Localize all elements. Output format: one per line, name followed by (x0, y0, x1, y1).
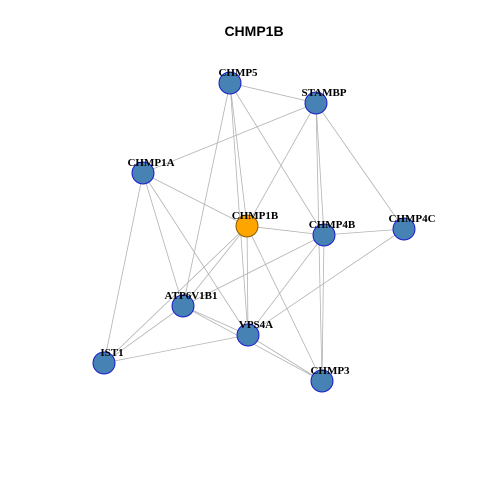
node-label-chmp4c: CHMP4C (388, 213, 435, 225)
node-label-chmp1a: CHMP1A (127, 157, 174, 169)
edge-stambp-chmp1a (142, 102, 317, 174)
node-chmp5 (218, 71, 242, 95)
node-label-chmp3: CHMP3 (310, 365, 350, 377)
node-stambp (304, 91, 328, 115)
node-chmp4b (312, 223, 336, 247)
edge-chmp1b-chmp3 (246, 225, 323, 382)
edge-chmp1a-ist1 (103, 172, 144, 364)
edge-chmp1b-vps4a (246, 225, 249, 336)
node-chmp3 (310, 369, 334, 393)
node-chmp4c (392, 217, 416, 241)
node-layer (92, 71, 416, 393)
node-label-vps4a: VPS4A (239, 319, 273, 331)
node-label-atp6v1b1: ATP6V1B1 (165, 290, 218, 302)
edge-chmp5-stambp (229, 82, 317, 104)
edge-chmp1a-chmp1b (142, 172, 248, 227)
node-chmp1b (235, 214, 259, 238)
edge-stambp-chmp4c (315, 102, 405, 230)
edge-stambp-chmp1b (246, 102, 317, 227)
node-vps4a (236, 323, 260, 347)
edge-stambp-chmp4b (315, 102, 325, 236)
node-chmp1a (131, 161, 155, 185)
edge-chmp4c-vps4a (247, 228, 405, 336)
edge-chmp1b-ist1 (103, 225, 248, 364)
node-label-chmp1b: CHMP1B (232, 210, 279, 222)
edge-chmp5-chmp4b (229, 82, 325, 236)
graph-title: CHMP1B (224, 23, 283, 39)
node-label-chmp5: CHMP5 (218, 67, 258, 79)
edge-chmp4b-chmp3 (321, 234, 325, 382)
edge-vps4a-chmp3 (247, 334, 323, 382)
node-label-ist1: IST1 (100, 347, 123, 359)
edge-chmp1a-atp6v1b1 (142, 172, 184, 307)
node-label-chmp4b: CHMP4B (309, 219, 356, 231)
node-atp6v1b1 (171, 294, 195, 318)
node-label-stambp: STAMBP (301, 87, 346, 99)
edge-vps4a-ist1 (103, 334, 249, 364)
edge-chmp4b-chmp4c (323, 228, 405, 236)
edge-atp6v1b1-vps4a (182, 305, 249, 336)
edge-atp6v1b1-ist1 (103, 305, 184, 364)
edge-chmp4b-atp6v1b1 (182, 234, 325, 307)
edge-chmp5-vps4a (229, 82, 249, 336)
edge-chmp1b-chmp4b (246, 225, 325, 236)
edge-layer (103, 82, 405, 382)
edge-chmp5-atp6v1b1 (182, 82, 231, 307)
edge-chmp1a-vps4a (142, 172, 249, 336)
edge-chmp1b-atp6v1b1 (182, 225, 248, 307)
edge-chmp4b-vps4a (247, 234, 325, 336)
node-ist1 (92, 351, 116, 375)
edge-chmp5-chmp1b (229, 82, 248, 227)
